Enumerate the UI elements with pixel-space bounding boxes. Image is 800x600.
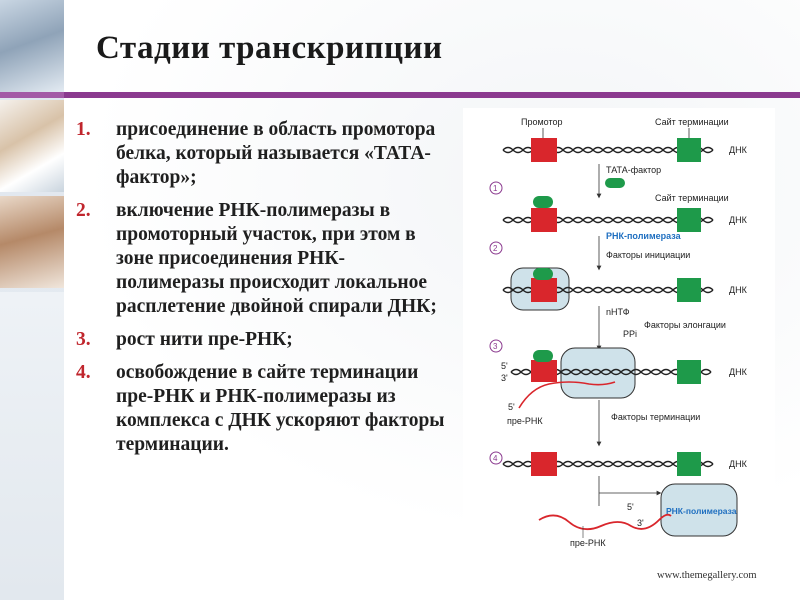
step-number: 2. bbox=[76, 200, 91, 221]
accent-bar bbox=[64, 92, 800, 98]
footer-url[interactable]: www.themegallery.com bbox=[657, 570, 757, 581]
step-text: присоединение в область промотора белка,… bbox=[116, 119, 436, 188]
label-term-site-top: Сайт терминации bbox=[655, 117, 729, 127]
promoter-box bbox=[531, 138, 557, 162]
label-dna: ДНК bbox=[729, 285, 748, 295]
label-promoter: Промотор bbox=[521, 117, 563, 127]
released-pre-rna bbox=[538, 513, 672, 531]
step-number: 4. bbox=[76, 362, 91, 383]
transcription-diagram: Промотор Сайт терминации ДНК 1 ТАТА-факт… bbox=[463, 108, 775, 554]
label-5prime-rna: 5' bbox=[508, 402, 515, 412]
accent-bar-left bbox=[0, 92, 64, 98]
label-5prime-b: 5' bbox=[627, 502, 634, 512]
label-dna: ДНК bbox=[729, 459, 748, 469]
slide-title: Стадии транскрипции bbox=[96, 30, 443, 66]
steps-list: 1. присоединение в область промотора белк… bbox=[76, 118, 448, 466]
label-dna: ДНК bbox=[729, 215, 748, 225]
step-item: 4. освобождение в сайте терминации пре-РН… bbox=[76, 361, 448, 457]
label-3prime-b: 3' bbox=[637, 518, 644, 528]
stage-number: 3 bbox=[493, 342, 498, 351]
label-init-factors: Факторы инициации bbox=[606, 250, 690, 260]
step-item: 1. присоединение в область промотора белк… bbox=[76, 118, 448, 190]
photo-doctor-syringe bbox=[0, 0, 64, 95]
step-item: 3. рост нити пре-РНК; bbox=[76, 328, 448, 352]
label-5prime: 5' bbox=[501, 361, 508, 371]
label-elong-factors: Факторы элонгации bbox=[644, 320, 726, 330]
label-pre-rna-1: пре-РНК bbox=[507, 416, 543, 426]
stage-number: 4 bbox=[493, 454, 498, 463]
released-polymerase bbox=[660, 483, 738, 537]
label-ntp: nНТФ bbox=[606, 307, 630, 317]
label-rna-polymerase-2: РНК-полимераза bbox=[666, 506, 737, 516]
pre-rna-strand bbox=[518, 381, 616, 409]
step-text: рост нити пре-РНК; bbox=[116, 329, 293, 350]
left-photo-strip bbox=[0, 0, 64, 600]
step-number: 1. bbox=[76, 119, 91, 140]
term-site-box bbox=[677, 138, 701, 162]
photo-blood-pressure bbox=[0, 196, 64, 288]
label-3prime: 3' bbox=[501, 373, 508, 383]
stage-number: 1 bbox=[493, 184, 498, 193]
label-dna: ДНК bbox=[729, 367, 748, 377]
stage-number: 2 bbox=[493, 244, 498, 253]
label-term-factors: Факторы терминации bbox=[611, 412, 700, 422]
step-text: включение РНК-полимеразы в промоторный у… bbox=[116, 200, 437, 317]
label-pre-rna-2: пре-РНК bbox=[570, 538, 606, 548]
step-text: освобождение в сайте терминации пре-РНК … bbox=[116, 362, 445, 455]
step-item: 2. включение РНК-полимеразы в промоторный… bbox=[76, 199, 448, 319]
photo-faded bbox=[0, 292, 64, 600]
label-rna-polymerase: РНК-полимераза bbox=[606, 231, 682, 241]
step-number: 3. bbox=[76, 329, 91, 350]
photo-doctor-notes bbox=[0, 100, 64, 192]
polymerase-body bbox=[560, 347, 636, 399]
label-term-site-2: Сайт терминации bbox=[655, 193, 729, 203]
label-tata-factor: ТАТА-фактор bbox=[606, 165, 661, 175]
label-dna: ДНК bbox=[729, 145, 748, 155]
label-ppi: PPi bbox=[623, 329, 637, 339]
